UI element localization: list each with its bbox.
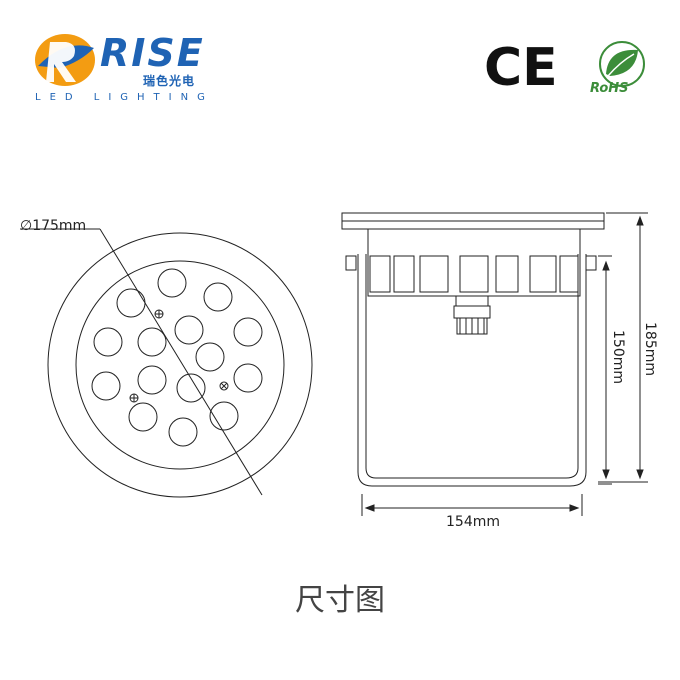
- led-lens: [209, 401, 239, 431]
- diameter-label: ∅175mm: [20, 218, 86, 234]
- flange-bottom: [341, 220, 605, 230]
- ce-mark-icon: CE: [484, 38, 558, 98]
- led-lens: [116, 288, 146, 318]
- heat-sink-fins: [369, 255, 579, 293]
- rohs-leaf-icon: RoHS: [590, 41, 645, 96]
- width-label: 154mm: [446, 514, 500, 530]
- height-inner-label: 150mm: [610, 330, 626, 384]
- led-lens-array: [91, 268, 263, 447]
- screw-icon: [219, 381, 229, 391]
- ce-mark: CE: [484, 38, 564, 98]
- brand-tagline: LED LIGHTING: [35, 92, 214, 103]
- height-total-label: 185mm: [642, 322, 658, 376]
- pivot-knob-left: [345, 255, 357, 271]
- rohs-mark: RoHS: [586, 38, 658, 98]
- led-lens: [128, 402, 158, 432]
- mounting-bracket: [357, 254, 587, 487]
- brand-name-cn: 瑞色光电: [143, 74, 196, 88]
- brand-name: RISE: [100, 31, 205, 75]
- led-lens: [174, 315, 204, 345]
- led-lens: [137, 365, 167, 395]
- led-lens: [93, 327, 123, 357]
- led-lens: [91, 371, 121, 401]
- led-lens: [203, 282, 233, 312]
- inner-ring: [75, 260, 285, 470]
- led-lens: [157, 268, 187, 298]
- mounting-bracket-inner: [365, 254, 579, 479]
- top-view: [20, 228, 313, 498]
- led-lens: [137, 327, 167, 357]
- flange-top: [341, 212, 605, 222]
- dim-height-total: [598, 212, 648, 483]
- led-lens: [233, 317, 263, 347]
- led-lens: [233, 363, 263, 393]
- screw-icon: [129, 393, 139, 403]
- ce-mark-text: CE: [484, 40, 558, 90]
- led-lens: [176, 373, 206, 403]
- figure-caption: 尺寸图: [295, 583, 385, 618]
- screw-icon: [154, 309, 164, 319]
- side-view: [341, 212, 605, 487]
- led-lens: [168, 417, 198, 447]
- logo-emblem-icon: [35, 34, 95, 86]
- housing-body: [367, 229, 581, 297]
- pivot-knob-right: [585, 255, 597, 271]
- dim-width: [361, 494, 583, 516]
- rohs-text: RoHS: [590, 81, 629, 96]
- dim-height-inner: [598, 255, 612, 485]
- brand-logo: [30, 28, 220, 108]
- diameter-leader-line: [99, 228, 263, 496]
- led-lens: [195, 342, 225, 372]
- outer-ring: [47, 232, 313, 498]
- cable-gland: [453, 295, 491, 335]
